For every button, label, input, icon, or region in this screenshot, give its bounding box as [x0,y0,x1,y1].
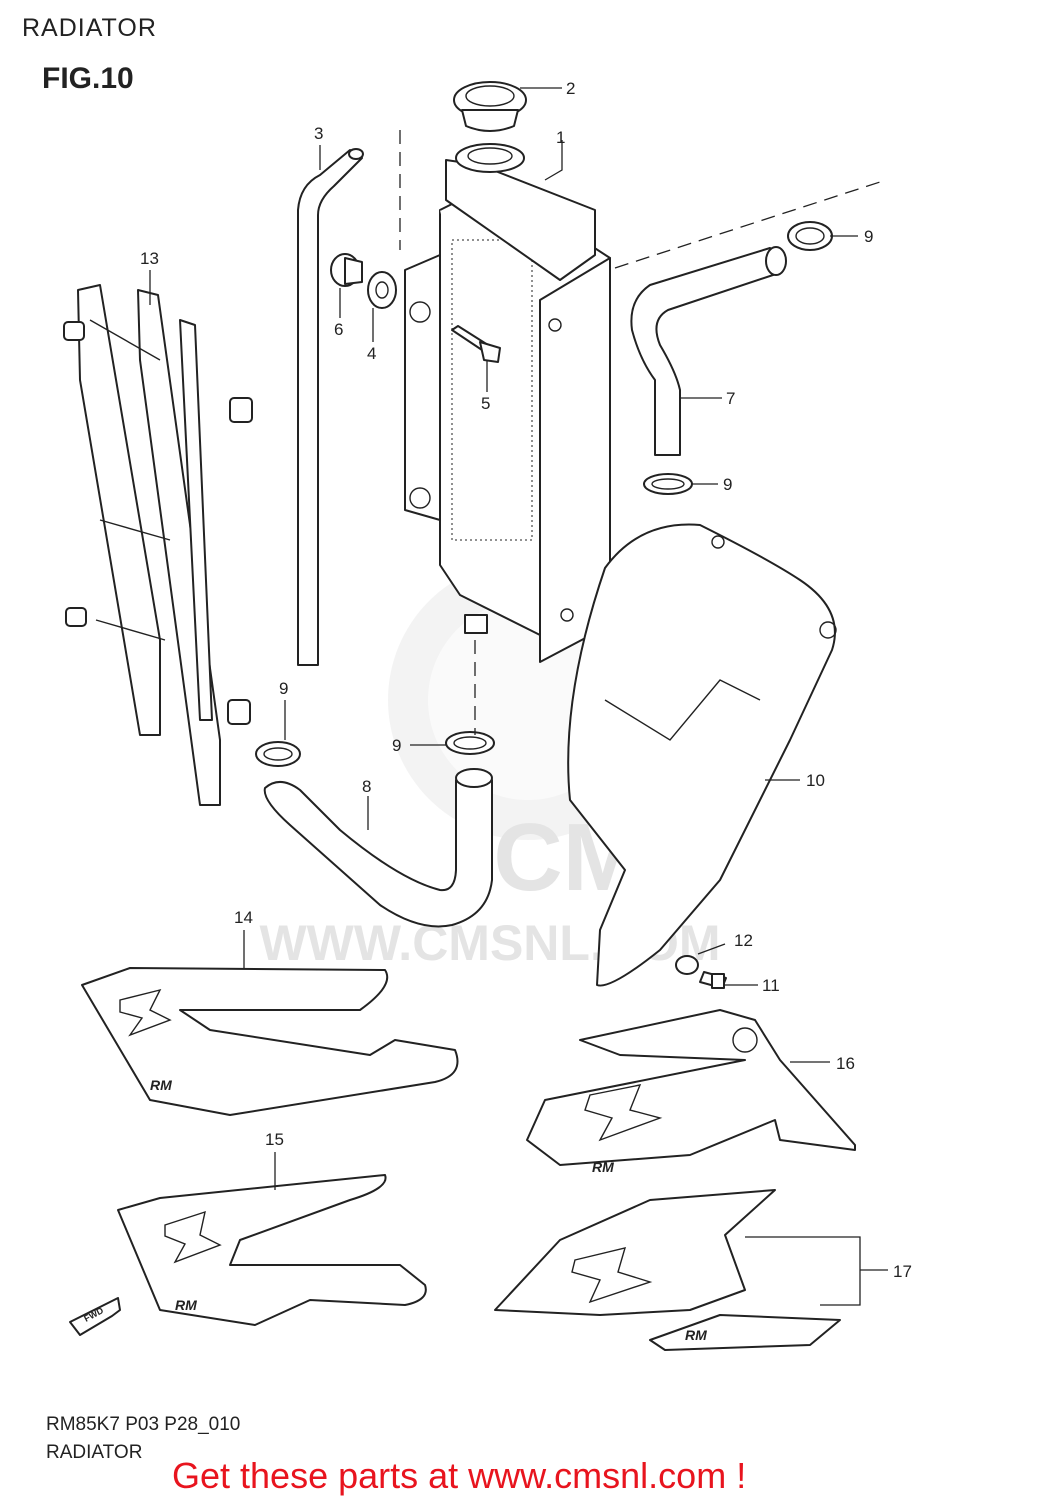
callout-11: 11 [762,976,780,995]
callout-17: 17 [893,1262,912,1281]
fwd-arrow-icon: FWD [69,1297,121,1336]
part-breather-hose[interactable] [297,148,364,666]
figure-number: FIG.10 [42,62,134,95]
shroud-15-model-mark: RM [175,1297,197,1313]
part-hose-7[interactable] [630,246,787,456]
callout-12: 12 [734,931,753,950]
part-washer-12[interactable] [675,955,699,975]
part-bolt-11[interactable] [699,971,727,989]
callout-5: 5 [481,394,490,413]
callout-9a: 9 [864,227,873,246]
part-cover-10[interactable] [567,523,837,987]
part-clamp-9a[interactable] [787,221,833,251]
part-clamp-9d[interactable] [445,731,495,755]
callout-13: 13 [140,249,159,268]
callout-3: 3 [314,124,323,143]
callout-8: 8 [362,777,371,796]
model-code: RM85K7 P03 P28_010 [46,1414,241,1435]
part-bolt-5[interactable] [451,325,501,363]
callout-1: 1 [556,128,565,147]
part-shroud-14[interactable]: RM [81,967,459,1116]
callout-2: 2 [566,79,575,98]
part-clamp-9b[interactable] [643,473,693,495]
part-cap[interactable] [453,81,527,132]
callout-9d: 9 [392,736,401,755]
part-clamp-9c[interactable] [255,741,301,767]
callout-9c: 9 [279,679,288,698]
callout-10: 10 [806,771,825,790]
watermark: CMS WWW.CMSNL.COM [259,560,721,971]
cta-link[interactable]: Get these parts at www.cmsnl.com ! [172,1455,747,1496]
callout-7: 7 [726,389,735,408]
decal-17-model-mark: RM [685,1327,707,1343]
page-header: RADIATOR [22,14,157,42]
part-grommet-6[interactable] [330,253,363,287]
leader-lines [149,87,888,1306]
part-decal-17[interactable]: RM [494,1189,841,1351]
part-guard[interactable] [63,284,253,806]
callout-6: 6 [334,320,343,339]
part-cushion-4[interactable] [367,271,397,309]
part-decal-16[interactable]: RM [526,1009,856,1175]
callout-9b: 9 [723,475,732,494]
callout-4: 4 [367,344,376,363]
callout-15: 15 [265,1130,284,1149]
shroud-14-model-mark: RM [150,1077,172,1093]
callouts: 2 1 3 13 6 4 5 9 7 9 9 9 8 10 12 11 14 1… [140,79,912,1281]
decal-16-model-mark: RM [592,1159,614,1175]
diagram-subtitle: RADIATOR [46,1442,143,1463]
callout-16: 16 [836,1054,855,1073]
part-radiator[interactable] [404,143,611,663]
callout-14: 14 [234,908,253,927]
part-hose-8[interactable] [263,768,493,928]
part-shroud-15[interactable]: RM [117,1174,427,1326]
